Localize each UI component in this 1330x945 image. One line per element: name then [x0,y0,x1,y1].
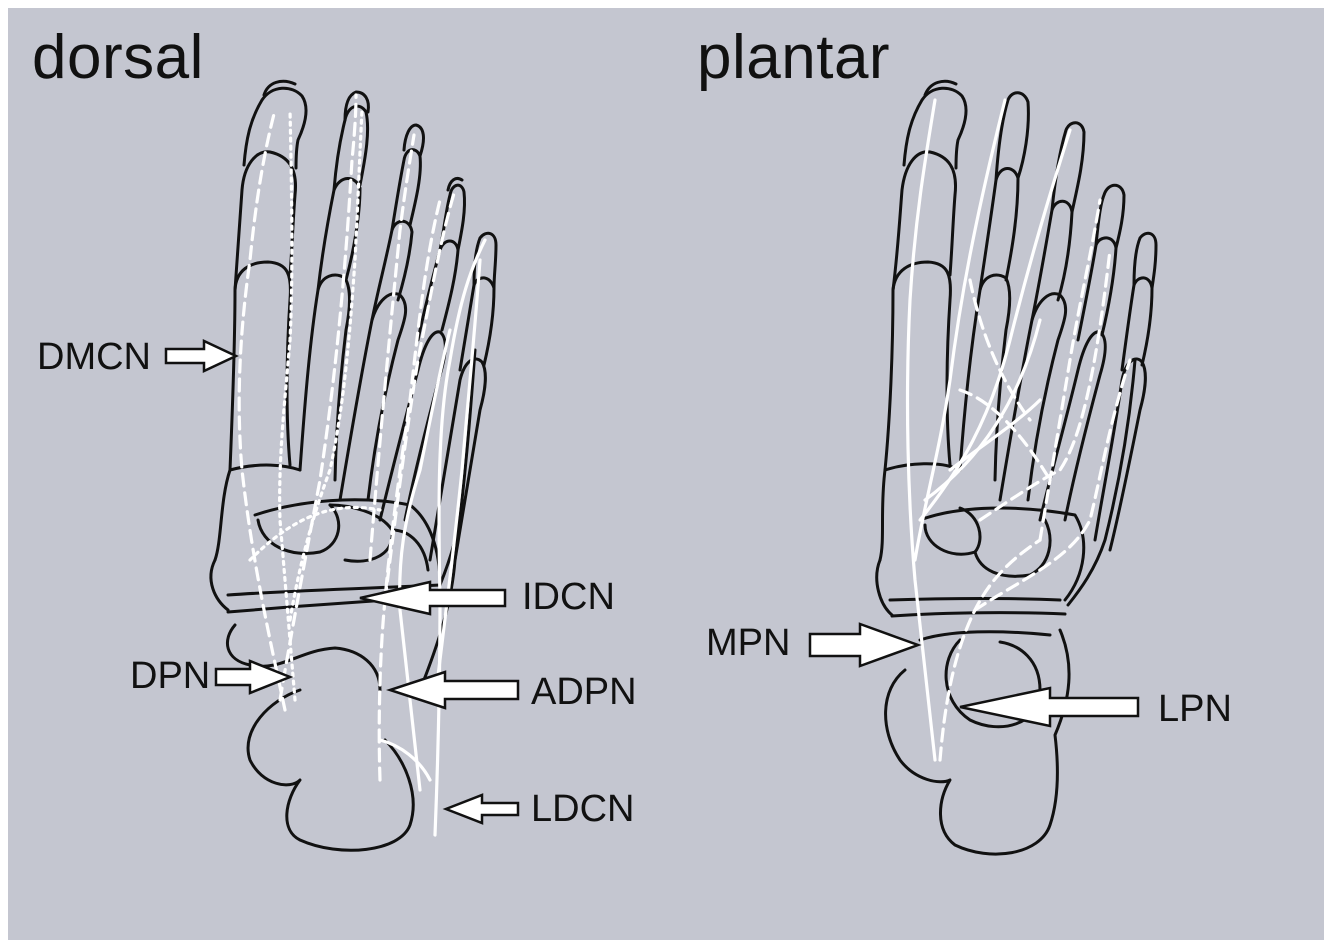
plantar-title: plantar [697,22,890,93]
plantar-arrows [810,624,1138,726]
label-mpn: MPN [706,622,790,665]
label-dpn: DPN [130,655,210,698]
label-ldcn: LDCN [531,788,634,831]
lpn-arrow [960,688,1138,726]
ldcn-arrow [446,795,518,823]
label-adpn: ADPN [531,671,637,714]
dmcn-arrow [166,341,236,371]
dorsal-title: dorsal [32,22,204,93]
label-dmcn: DMCN [37,336,151,379]
mpn-arrow [810,624,918,666]
label-idcn: IDCN [522,576,615,619]
label-lpn: LPN [1158,688,1232,731]
dorsal-arrows [166,341,518,823]
